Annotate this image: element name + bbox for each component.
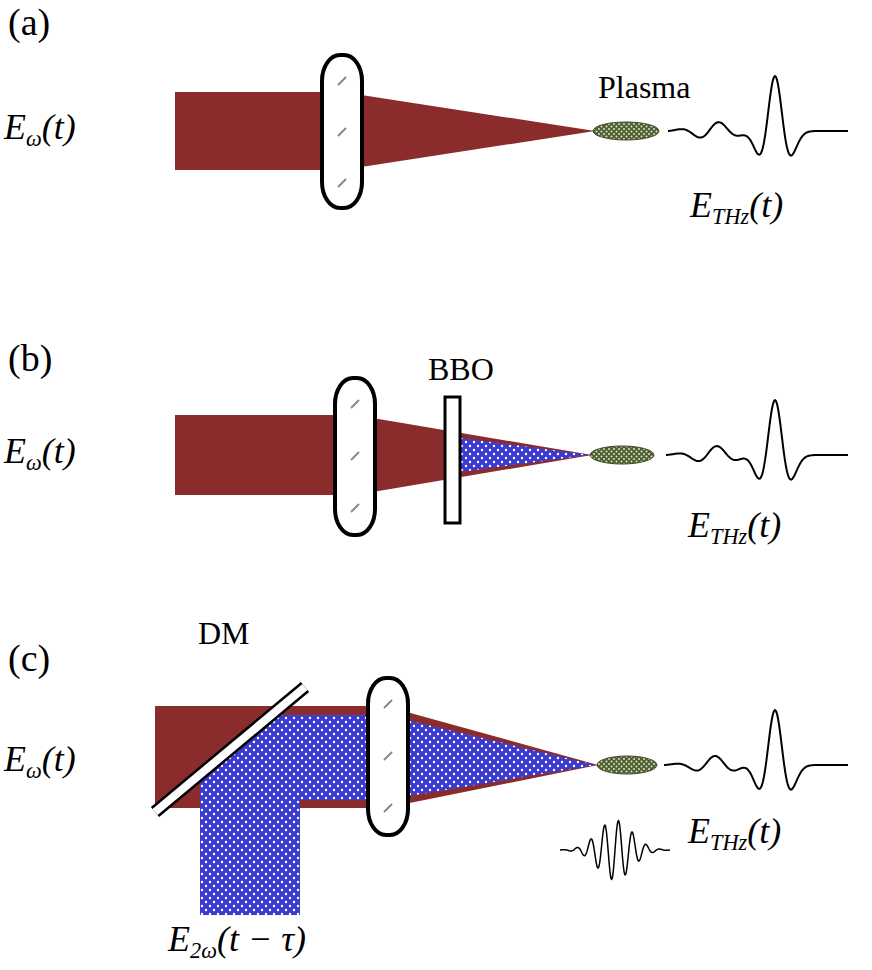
plasma: [597, 756, 657, 774]
bbo-crystal: [445, 397, 460, 523]
signal-name: Eω(t): [4, 740, 76, 780]
signal-name: Eω(t): [4, 432, 76, 472]
part-label: Plasma: [598, 70, 690, 105]
part-label: (a): [8, 2, 50, 44]
signal-name: E2ω(t − τ): [168, 920, 306, 960]
laser-beam: [175, 92, 342, 170]
panel-a: [175, 55, 848, 208]
part-label: (c): [8, 638, 50, 680]
signal-name: ETHz(t): [688, 506, 781, 546]
focused-second-harmonic: [385, 715, 596, 800]
signal-name: ETHz(t): [688, 812, 781, 852]
thz-waveform: [666, 400, 848, 479]
dichroic-mirror-edge: [155, 687, 305, 812]
lens-marks: [338, 77, 346, 187]
laser-beam: [175, 415, 355, 495]
plasma: [593, 122, 659, 140]
signal-name: ETHz(t): [690, 186, 783, 226]
lens: [322, 55, 362, 208]
second-harmonic-beam: [460, 438, 590, 472]
lens: [368, 678, 408, 835]
dichroic-mirror: [155, 687, 305, 812]
plasma: [590, 446, 654, 464]
focused-beam: [385, 706, 598, 808]
panel-b: [175, 378, 848, 535]
focused-beam: [355, 415, 592, 495]
signal-name: Eω(t): [4, 108, 76, 148]
part-label: BBO: [428, 352, 494, 387]
thz-waveform: [668, 76, 848, 155]
part-label: DM: [198, 616, 250, 651]
thz-waveform: [664, 710, 848, 789]
lens-marks: [351, 400, 359, 512]
focused-beam: [342, 92, 595, 170]
second-harmonic-pulse: [560, 821, 670, 880]
lens-marks: [384, 700, 392, 812]
panel-c: [155, 678, 848, 915]
part-label: (b): [8, 338, 52, 380]
lens: [335, 378, 375, 535]
